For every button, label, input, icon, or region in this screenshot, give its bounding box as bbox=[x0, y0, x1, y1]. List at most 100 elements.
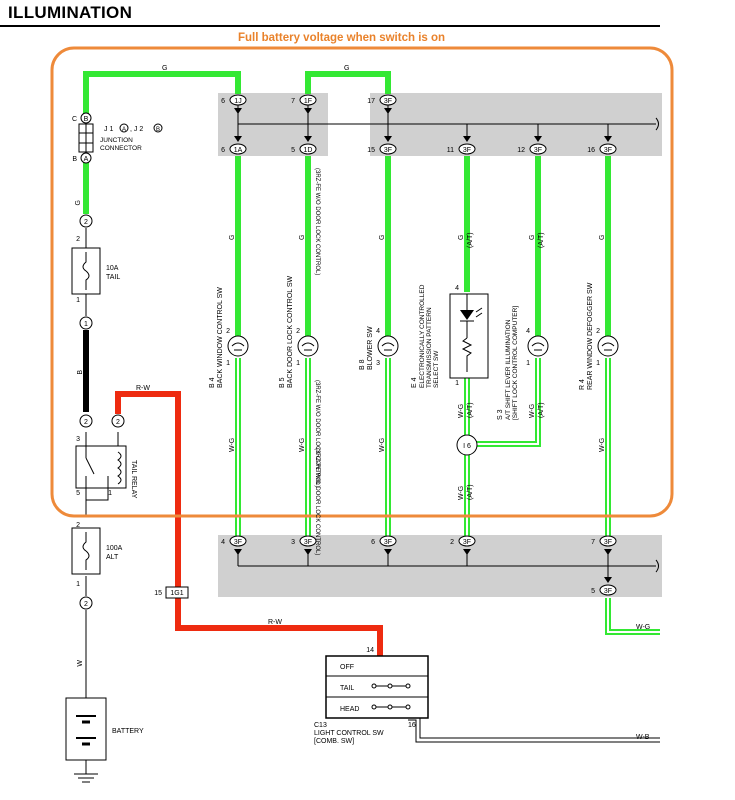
connector-bottom-low: 3F 5 bbox=[591, 577, 617, 596]
svg-text:ELECTRONICALLY CONTROLLED: ELECTRONICALLY CONTROLLED bbox=[419, 284, 426, 388]
svg-text:3F: 3F bbox=[384, 98, 392, 105]
svg-text:5: 5 bbox=[291, 147, 295, 154]
svg-text:G: G bbox=[458, 235, 465, 240]
svg-text:3F: 3F bbox=[463, 147, 471, 154]
svg-text:1: 1 bbox=[76, 581, 80, 588]
svg-text:3: 3 bbox=[291, 539, 295, 546]
svg-text:BLOWER SW: BLOWER SW bbox=[367, 326, 374, 370]
wire-g-top-left bbox=[83, 71, 241, 118]
annotation-note: Full battery voltage when switch is on bbox=[238, 32, 446, 44]
svg-text:B 8: B 8 bbox=[359, 359, 366, 370]
svg-text:7: 7 bbox=[291, 98, 295, 105]
svg-text:3F: 3F bbox=[384, 147, 392, 154]
wire-rw-top bbox=[115, 391, 181, 588]
fuse-alt: 100A ALT bbox=[71, 527, 123, 575]
svg-text:R-W: R-W bbox=[136, 385, 150, 392]
svg-text:15: 15 bbox=[367, 147, 375, 154]
svg-text:G: G bbox=[229, 235, 236, 240]
note-w-door-lock: (3RZ-FE W/O DOOR LOCK CONTROL) bbox=[314, 380, 320, 487]
connector-bottom-3: 3F 6 bbox=[371, 535, 397, 555]
connector-c1: 1 bbox=[79, 316, 93, 330]
svg-text:C: C bbox=[72, 116, 77, 123]
svg-text:10A: 10A bbox=[106, 265, 119, 272]
svg-text:W-G: W-G bbox=[529, 404, 536, 418]
svg-text:G: G bbox=[379, 235, 386, 240]
svg-text:1D: 1D bbox=[304, 147, 313, 154]
svg-text:W-G: W-G bbox=[458, 486, 465, 500]
svg-text:1: 1 bbox=[455, 380, 459, 387]
svg-text:6: 6 bbox=[221, 98, 225, 105]
wire-rw-bottom bbox=[175, 598, 383, 656]
connector-mid-4: 3F 11 bbox=[447, 136, 476, 155]
svg-text:2: 2 bbox=[296, 328, 300, 335]
svg-text:W-G: W-G bbox=[229, 438, 236, 452]
svg-text:100A: 100A bbox=[106, 545, 123, 552]
svg-text:(A/T): (A/T) bbox=[467, 402, 474, 418]
svg-text:4: 4 bbox=[221, 539, 225, 546]
svg-text:3: 3 bbox=[76, 436, 80, 443]
svg-text:HEAD: HEAD bbox=[340, 706, 359, 713]
lamp-b8: 4 3 B 8 BLOWER SW bbox=[359, 326, 399, 370]
svg-text:REAR WINDOW DEFOGGER SW: REAR WINDOW DEFOGGER SW bbox=[587, 282, 594, 390]
svg-text:B: B bbox=[156, 127, 160, 133]
connector-mid-2: 1D 5 bbox=[291, 136, 317, 155]
svg-text:11: 11 bbox=[447, 147, 454, 154]
connector-c2c: 2 bbox=[111, 414, 125, 428]
svg-text:JUNCTION: JUNCTION bbox=[100, 137, 133, 144]
svg-text:2: 2 bbox=[76, 522, 80, 529]
svg-text:7: 7 bbox=[591, 539, 595, 546]
svg-text:1G1: 1G1 bbox=[170, 590, 183, 597]
svg-text:LIGHT CONTROL SW: LIGHT CONTROL SW bbox=[314, 730, 384, 737]
svg-text:2: 2 bbox=[84, 219, 88, 226]
svg-text:1A: 1A bbox=[234, 147, 243, 154]
svg-text:G: G bbox=[162, 65, 167, 72]
svg-text:1: 1 bbox=[108, 490, 112, 497]
svg-text:2: 2 bbox=[76, 236, 80, 243]
connector-bottom-5: 3F 7 bbox=[591, 535, 617, 555]
svg-text:I 6: I 6 bbox=[463, 443, 471, 450]
svg-text:W: W bbox=[77, 660, 84, 667]
svg-text:4: 4 bbox=[376, 328, 380, 335]
svg-text:[SHIFT LOCK CONTROL COMPUTER]: [SHIFT LOCK CONTROL COMPUTER] bbox=[512, 306, 519, 420]
junction-connector: B C A B J 1 A , J 2 B JUNCTION CONNECTOR bbox=[72, 112, 163, 164]
light-control-switch: 14 OFF TAIL HEAD 16 C13 LIGHT CONTROL SW… bbox=[314, 647, 429, 745]
svg-text:12: 12 bbox=[517, 147, 525, 154]
svg-text:5: 5 bbox=[76, 490, 80, 497]
svg-text:16: 16 bbox=[587, 147, 595, 154]
connector-c2: 2 bbox=[79, 214, 93, 228]
connector-1g1: 1G1 15 bbox=[154, 586, 189, 599]
svg-text:1: 1 bbox=[526, 360, 530, 367]
svg-text:[COMB. SW]: [COMB. SW] bbox=[314, 738, 354, 745]
svg-text:2: 2 bbox=[84, 601, 88, 608]
svg-text:(A/T): (A/T) bbox=[538, 232, 545, 248]
svg-text:15: 15 bbox=[154, 590, 162, 597]
lamp-b4: 2 1 B 4 BACK WINDOW CONTROL SW bbox=[209, 287, 249, 388]
svg-text:W-B: W-B bbox=[636, 734, 650, 741]
svg-text:G: G bbox=[299, 235, 306, 240]
svg-text:B: B bbox=[77, 370, 84, 375]
tail-relay: TAIL RELAY bbox=[75, 445, 137, 499]
svg-text:S 3: S 3 bbox=[497, 409, 504, 420]
svg-text:W-G: W-G bbox=[379, 438, 386, 452]
svg-text:A: A bbox=[84, 156, 89, 163]
svg-text:(A/T): (A/T) bbox=[467, 484, 474, 500]
svg-text:G: G bbox=[599, 235, 606, 240]
svg-text:14: 14 bbox=[366, 647, 374, 654]
connector-top-3: 3F 17 bbox=[367, 94, 397, 114]
svg-text:3F: 3F bbox=[604, 539, 612, 546]
svg-text:6: 6 bbox=[221, 147, 225, 154]
svg-text:16: 16 bbox=[408, 722, 416, 729]
svg-text:2: 2 bbox=[450, 539, 454, 546]
note-lower: (3RZ-FE W/O DOOR LOCK CONTROL) bbox=[314, 448, 320, 555]
svg-text:BACK DOOR LOCK CONTROL SW: BACK DOOR LOCK CONTROL SW bbox=[287, 275, 294, 388]
svg-text:ALT: ALT bbox=[106, 554, 119, 561]
connector-top-1: 1J 6 bbox=[221, 94, 247, 114]
svg-text:C13: C13 bbox=[314, 722, 327, 729]
svg-text:5: 5 bbox=[591, 588, 595, 595]
svg-text:BACK WINDOW CONTROL SW: BACK WINDOW CONTROL SW bbox=[217, 287, 224, 388]
svg-text:1: 1 bbox=[76, 297, 80, 304]
svg-text:2: 2 bbox=[84, 419, 88, 426]
svg-text:(A/T): (A/T) bbox=[538, 402, 545, 418]
svg-text:2: 2 bbox=[226, 328, 230, 335]
